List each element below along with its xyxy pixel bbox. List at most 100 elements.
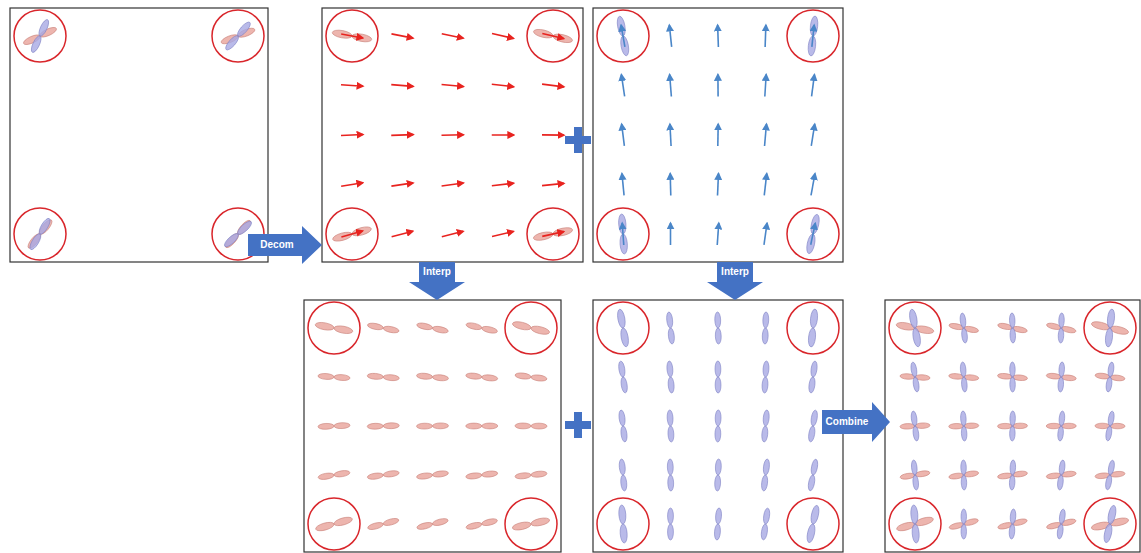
blue-lobe — [1103, 505, 1118, 544]
blue-vector — [764, 223, 767, 245]
plus-sign — [565, 127, 591, 153]
red-vector — [341, 85, 363, 86]
corner-circle — [597, 10, 649, 62]
panel-frame — [593, 8, 843, 262]
corner-circle — [597, 302, 649, 354]
panel — [593, 300, 843, 552]
blue-lobe — [1105, 309, 1116, 348]
corner-circle — [1084, 302, 1136, 354]
blue-lobe — [910, 505, 920, 543]
red-lobe — [466, 518, 498, 531]
red-vector — [341, 183, 363, 186]
blue-vector — [622, 124, 625, 146]
blue-lobe — [808, 410, 819, 443]
red-vector — [492, 34, 513, 39]
blue-lobe — [1009, 313, 1015, 343]
blue-vector — [622, 174, 624, 196]
red-lobe — [515, 423, 547, 429]
blue-lobe — [1010, 411, 1016, 441]
blue-lobe — [961, 460, 967, 490]
red-lobe — [512, 320, 551, 336]
blue-vector — [670, 75, 672, 97]
corner-circle — [308, 498, 360, 550]
red-lobe — [515, 470, 547, 479]
red-vector — [492, 183, 514, 186]
corner-circle — [889, 302, 941, 354]
red-lobe — [466, 470, 498, 480]
corner-circle — [308, 302, 360, 354]
blue-lobe — [908, 309, 921, 348]
corner-circle — [527, 208, 579, 260]
red-lobe — [367, 322, 400, 334]
red-vector — [392, 231, 413, 237]
corner-circle — [505, 498, 557, 550]
blue-lobe — [1010, 362, 1016, 392]
red-vector — [542, 134, 564, 136]
blue-vector — [811, 174, 815, 196]
blue-vector — [765, 75, 766, 97]
panel-frame — [10, 8, 268, 262]
red-lobe — [515, 372, 547, 382]
blue-lobe — [668, 508, 674, 540]
red-vector — [442, 231, 463, 236]
blue-lobe — [667, 410, 674, 442]
blue-lobe — [807, 459, 819, 492]
red-lobe — [416, 322, 449, 334]
blue-lobe — [1105, 411, 1115, 441]
blue-vector — [621, 75, 624, 97]
red-lobe — [533, 28, 574, 44]
red-vector — [391, 34, 413, 38]
panel — [593, 8, 843, 262]
corner-circle — [505, 302, 557, 354]
red-lobe — [318, 373, 350, 381]
red-lobe — [332, 29, 373, 43]
blue-vector — [812, 75, 815, 97]
red-lobe — [416, 517, 448, 530]
blue-lobe — [667, 459, 674, 491]
corner-circle — [597, 208, 649, 260]
block-arrow-group — [248, 127, 890, 442]
interp-arrow — [409, 262, 465, 300]
panel — [322, 8, 583, 262]
blue-lobe — [1058, 313, 1064, 343]
blue-lobe — [28, 217, 52, 251]
blue-lobe — [1105, 460, 1116, 490]
blue-lobe — [619, 459, 628, 491]
blue-lobe — [1056, 509, 1066, 539]
red-vector — [542, 183, 564, 185]
blue-vector — [812, 25, 814, 47]
interp-arrow — [707, 262, 763, 300]
corner-circle — [326, 10, 378, 62]
red-vector — [341, 134, 363, 137]
blue-lobe — [666, 312, 675, 344]
blue-vector — [811, 124, 814, 146]
red-lobe — [416, 470, 448, 480]
blue-lobe — [224, 20, 253, 51]
red-lobe — [466, 423, 498, 429]
blue-lobe — [760, 508, 770, 540]
panel-group — [10, 8, 1140, 552]
red-lobe — [315, 321, 354, 335]
corner-circle — [212, 10, 264, 62]
blue-lobe — [715, 312, 722, 344]
arrow-label: Combine — [826, 417, 869, 427]
panel-frame — [304, 300, 561, 552]
red-lobe — [318, 470, 351, 481]
red-vector — [341, 231, 362, 237]
blue-vector — [670, 223, 672, 245]
corner-circle — [1084, 498, 1136, 550]
red-vector — [391, 85, 413, 87]
blue-lobe — [1058, 362, 1065, 392]
blue-vector — [622, 223, 624, 245]
red-lobe — [416, 423, 448, 429]
red-vector — [492, 231, 513, 236]
blue-vector — [764, 174, 766, 196]
blue-lobe — [807, 16, 818, 57]
blue-lobe — [714, 508, 722, 540]
blue-lobe — [616, 309, 629, 348]
red-lobe — [315, 516, 353, 533]
blue-vector — [811, 223, 816, 245]
corner-circle — [597, 498, 649, 550]
blue-vector — [670, 124, 671, 146]
